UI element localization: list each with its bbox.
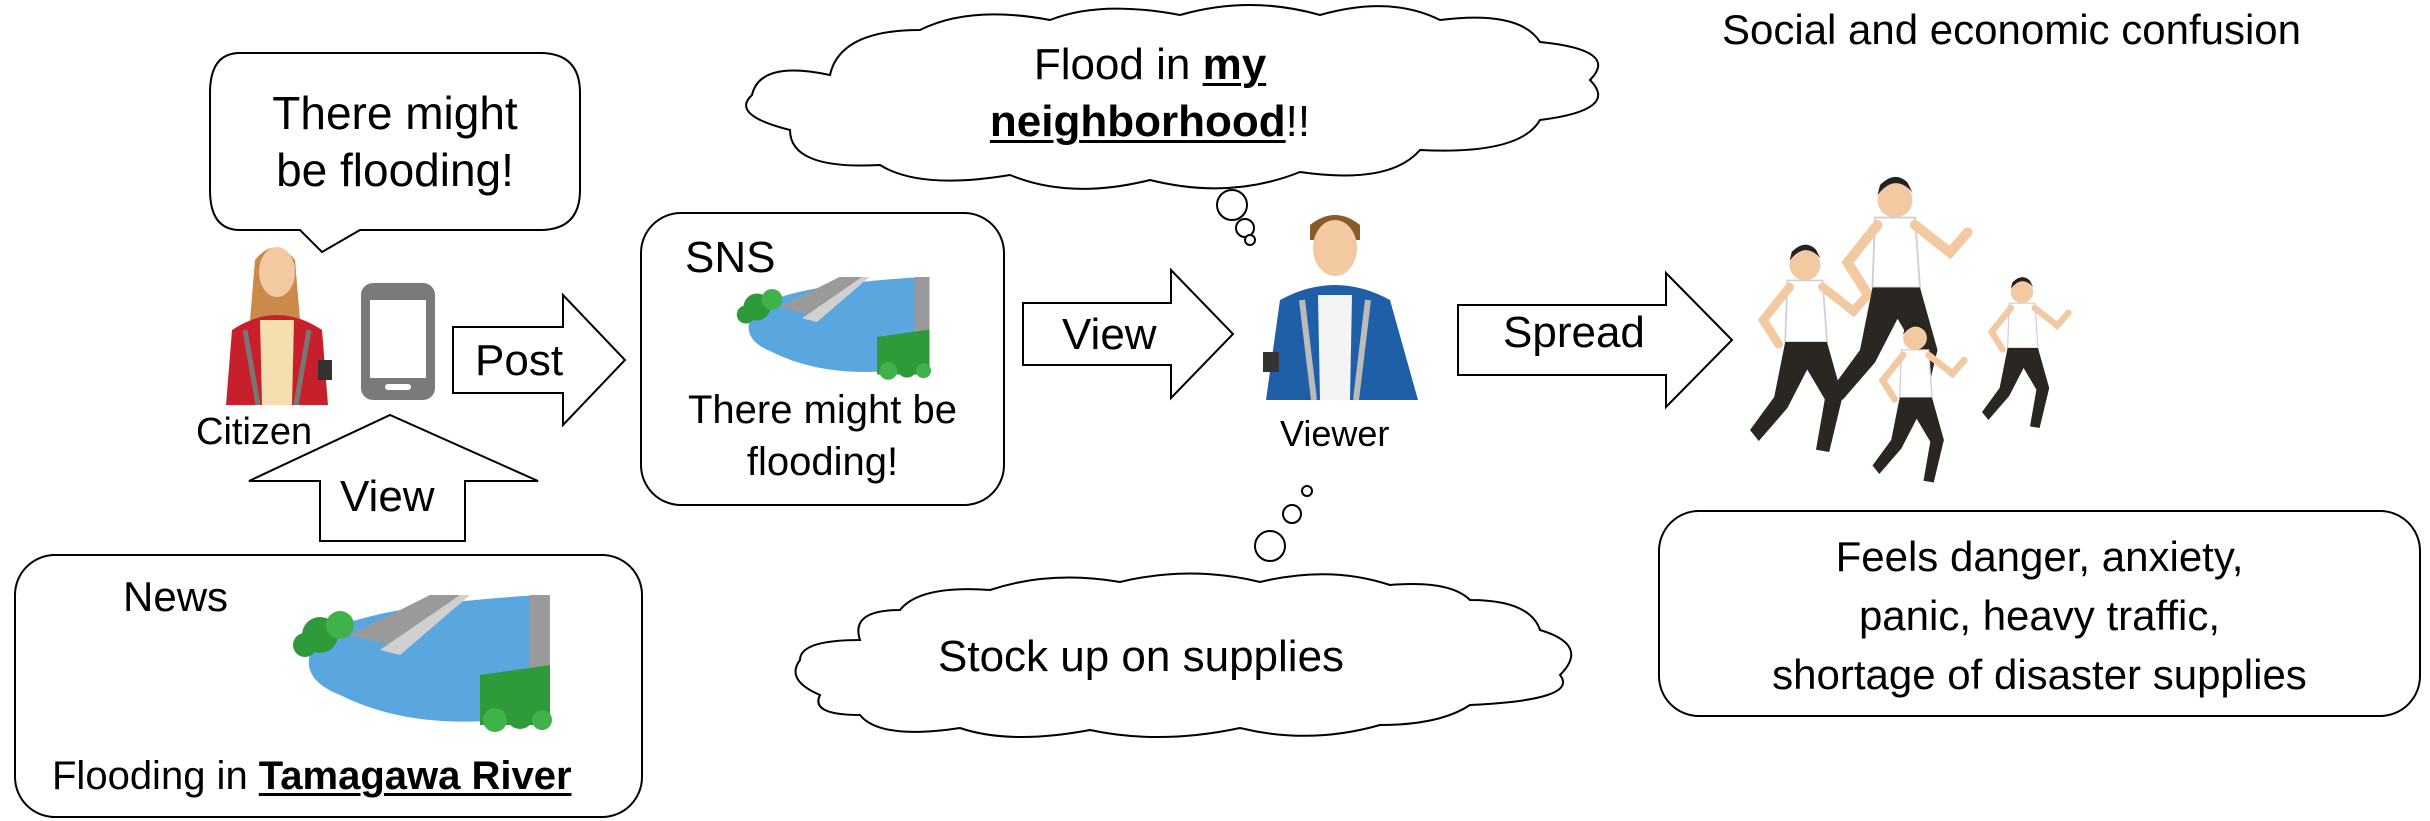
sns-text-line2: flooding! <box>641 440 1004 485</box>
smartphone-icon <box>361 283 435 400</box>
citizen-avatar <box>226 247 332 405</box>
thought-top-line1: Flood in my <box>900 40 1400 90</box>
result-line2: panic, heavy traffic, <box>1659 592 2420 640</box>
view-right-arrow-label: View <box>1062 310 1157 360</box>
citizen-speech-line1: There might <box>210 86 580 140</box>
news-title: News <box>123 573 228 621</box>
news-caption-prefix: Flooding in <box>52 754 259 798</box>
viewer-label: Viewer <box>1280 413 1389 455</box>
thought-top-emphasis-my: my <box>1203 40 1267 89</box>
view-up-arrow-label: View <box>340 472 435 522</box>
result-line3: shortage of disaster supplies <box>1659 651 2420 699</box>
news-caption: Flooding in Tamagawa River <box>52 754 572 799</box>
thought-bottom-text: Stock up on supplies <box>938 632 1344 682</box>
thought-cloud-bottom <box>796 486 1572 737</box>
citizen-speech-line2: be flooding! <box>210 143 580 197</box>
sns-title: SNS <box>685 233 775 283</box>
thought-top-line2: neighborhood!! <box>900 97 1400 147</box>
post-arrow-label: Post <box>475 336 563 386</box>
spread-arrow-label: Spread <box>1503 308 1645 358</box>
page-title: Social and economic confusion <box>1722 6 2301 54</box>
viewer-avatar <box>1263 215 1418 400</box>
citizen-label: Citizen <box>196 411 312 454</box>
news-caption-emphasis: Tamagawa River <box>259 754 572 798</box>
thought-top-prefix: Flood in <box>1034 40 1203 89</box>
result-line1: Feels danger, anxiety, <box>1659 533 2420 581</box>
sns-text-line1: There might be <box>641 388 1004 433</box>
running-people-image <box>1750 177 2068 483</box>
thought-top-emphasis-neighborhood: neighborhood <box>990 97 1286 146</box>
thought-top-suffix: !! <box>1286 97 1310 146</box>
